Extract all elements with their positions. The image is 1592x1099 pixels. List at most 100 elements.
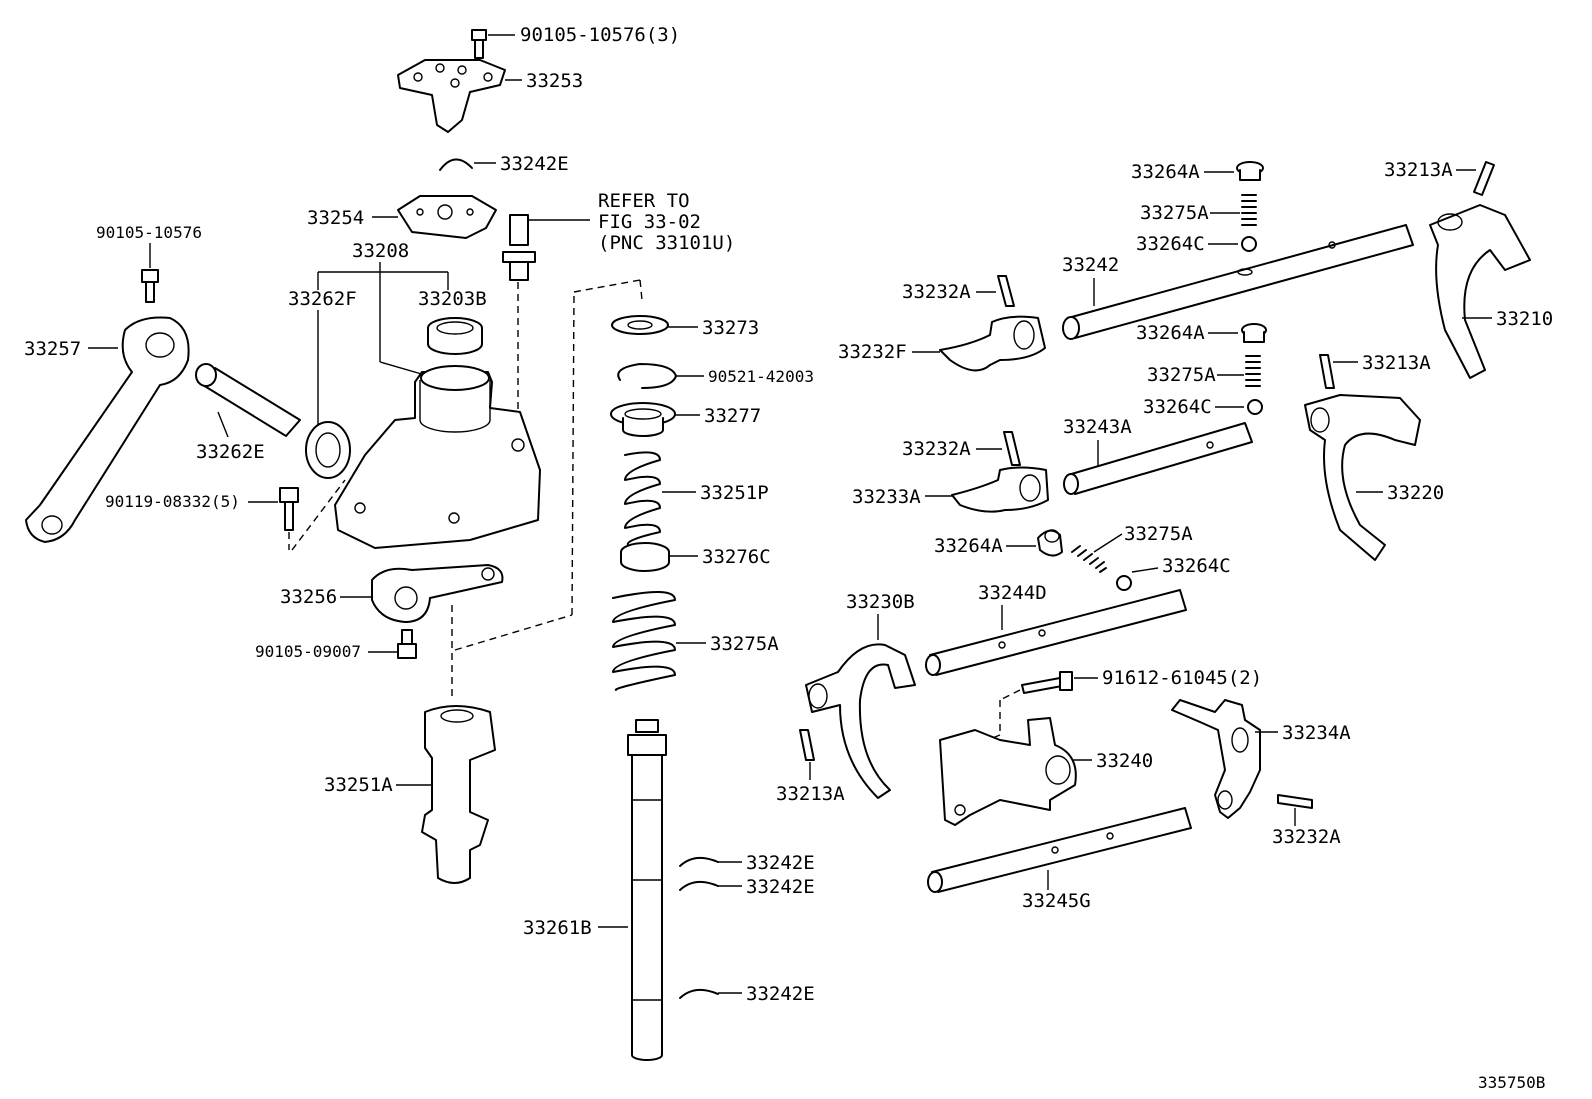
pin-33232A-3 — [1277, 794, 1313, 809]
label-33275A-1: 33275A — [1140, 202, 1209, 224]
label-33242E-c: 33242E — [746, 983, 815, 1005]
label-33254: 33254 — [307, 207, 364, 229]
shift-head-33234A — [1171, 699, 1261, 819]
shift-head-33240 — [939, 717, 1077, 826]
spring-33275A-2 — [1245, 355, 1261, 387]
label-33262E: 33262E — [196, 441, 265, 463]
shift-fork-33210 — [1429, 204, 1531, 379]
label-90119-08332-5: 90119-08332(5) — [105, 492, 240, 511]
label-33275A-3: 33275A — [1124, 523, 1193, 545]
washer-33273 — [611, 315, 669, 335]
label-33213A-2: 33213A — [1362, 352, 1431, 374]
spring-33251P — [624, 451, 661, 546]
shift-housing-33208 — [334, 365, 541, 549]
label-33275A-mid: 33275A — [710, 633, 779, 655]
label-33233A: 33233A — [852, 486, 921, 508]
plug-33264A-2 — [1241, 323, 1267, 343]
label-33276C: 33276C — [702, 546, 771, 568]
label-33232A-3: 33232A — [1272, 826, 1341, 848]
label-33234A: 33234A — [1282, 722, 1351, 744]
shift-rod-33243A — [1063, 422, 1253, 495]
retainer-33277 — [610, 402, 676, 437]
bolt-90105-09007 — [397, 629, 417, 659]
plug-33264A-1 — [1236, 161, 1264, 181]
label-90105-09007: 90105-09007 — [255, 642, 361, 661]
label-33213A-1: 33213A — [1384, 159, 1453, 181]
label-33262F: 33262F — [288, 288, 357, 310]
ball-33264C-1 — [1241, 236, 1257, 252]
label-33264A-2: 33264A — [1136, 322, 1205, 344]
label-33203B: 33203B — [418, 288, 487, 310]
label-33242: 33242 — [1062, 254, 1119, 276]
label-33257: 33257 — [24, 338, 81, 360]
plate-33253 — [397, 59, 506, 133]
bolt-90119-08332 — [279, 487, 299, 531]
label-33240: 33240 — [1096, 750, 1153, 772]
refer-note-line-3: (PNC 33101U) — [598, 232, 735, 254]
label-33251P: 33251P — [700, 482, 769, 504]
shift-fork-33230B — [805, 643, 916, 799]
shift-rod-33242 — [1062, 224, 1414, 340]
shift-fork-33220 — [1304, 394, 1421, 561]
label-33242E-b: 33242E — [746, 876, 815, 898]
label-33264A-1: 33264A — [1131, 161, 1200, 183]
pin-33232A-1 — [997, 275, 1015, 307]
snap-ring-33242E-b — [679, 880, 719, 891]
retainer-33276C — [620, 542, 670, 572]
label-33273: 33273 — [702, 317, 759, 339]
shift-rod-33245G — [927, 807, 1192, 893]
seal-ring-33262F — [305, 421, 351, 479]
label-33230B: 33230B — [846, 591, 915, 613]
bolt-90105-10576-3 — [471, 29, 487, 59]
label-90105-10576-3: 90105-10576(3) — [520, 24, 680, 46]
shaft-33262E — [195, 363, 301, 437]
snap-ring-33242E-top — [439, 158, 473, 171]
bolt-91612-61045 — [1021, 671, 1073, 694]
label-33264C-2: 33264C — [1143, 396, 1212, 418]
inner-lever-33256 — [371, 564, 504, 623]
pin-33232A-2 — [1003, 431, 1021, 466]
label-90521-42003: 90521-42003 — [708, 367, 814, 386]
shaft-33261B — [627, 719, 667, 1061]
label-33264C-1: 33264C — [1136, 233, 1205, 255]
bushing-refer-part — [502, 214, 536, 281]
label-90105-10576: 90105-10576 — [96, 223, 202, 242]
label-33264C-3: 33264C — [1162, 555, 1231, 577]
shift-head-33233A — [951, 466, 1049, 513]
label-33261B: 33261B — [523, 917, 592, 939]
ball-33264C-2 — [1247, 399, 1263, 415]
figure-id: 335750B — [1478, 1073, 1545, 1092]
shift-head-33232F — [939, 315, 1046, 372]
label-33208: 33208 — [352, 240, 409, 262]
shift-rod-33244D — [925, 589, 1187, 676]
label-33264A-3: 33264A — [934, 535, 1003, 557]
ball-33264C-3 — [1116, 575, 1132, 591]
label-33256: 33256 — [280, 586, 337, 608]
spring-33275A-3 — [1071, 545, 1107, 573]
snap-ring-33242E-c — [679, 988, 719, 999]
refer-note-line-1: REFER TO — [598, 190, 690, 212]
label-33232F: 33232F — [838, 341, 907, 363]
label-33220: 33220 — [1387, 482, 1444, 504]
label-33232A-1: 33232A — [902, 281, 971, 303]
label-33242E-a: 33242E — [746, 852, 815, 874]
plate-33254 — [397, 195, 497, 239]
oil-seal-33203B — [427, 317, 483, 355]
spring-33275A-large — [612, 590, 676, 691]
pin-33213A-3 — [799, 729, 815, 761]
label-33251A: 33251A — [324, 774, 393, 796]
snap-ring-33242E-a — [679, 856, 719, 867]
label-33244D: 33244D — [978, 582, 1047, 604]
label-33213A-3: 33213A — [776, 783, 845, 805]
shift-lever-33257 — [25, 316, 190, 543]
plug-33264A-3 — [1037, 529, 1063, 557]
label-33243A: 33243A — [1063, 416, 1132, 438]
label-33242E-top: 33242E — [500, 153, 569, 175]
spring-33275A-1 — [1241, 194, 1257, 226]
shift-head-33251A — [421, 705, 496, 884]
bolt-90105-10576 — [141, 269, 159, 303]
pin-33213A-1 — [1473, 161, 1495, 196]
label-33232A-2: 33232A — [902, 438, 971, 460]
label-33275A-2: 33275A — [1147, 364, 1216, 386]
